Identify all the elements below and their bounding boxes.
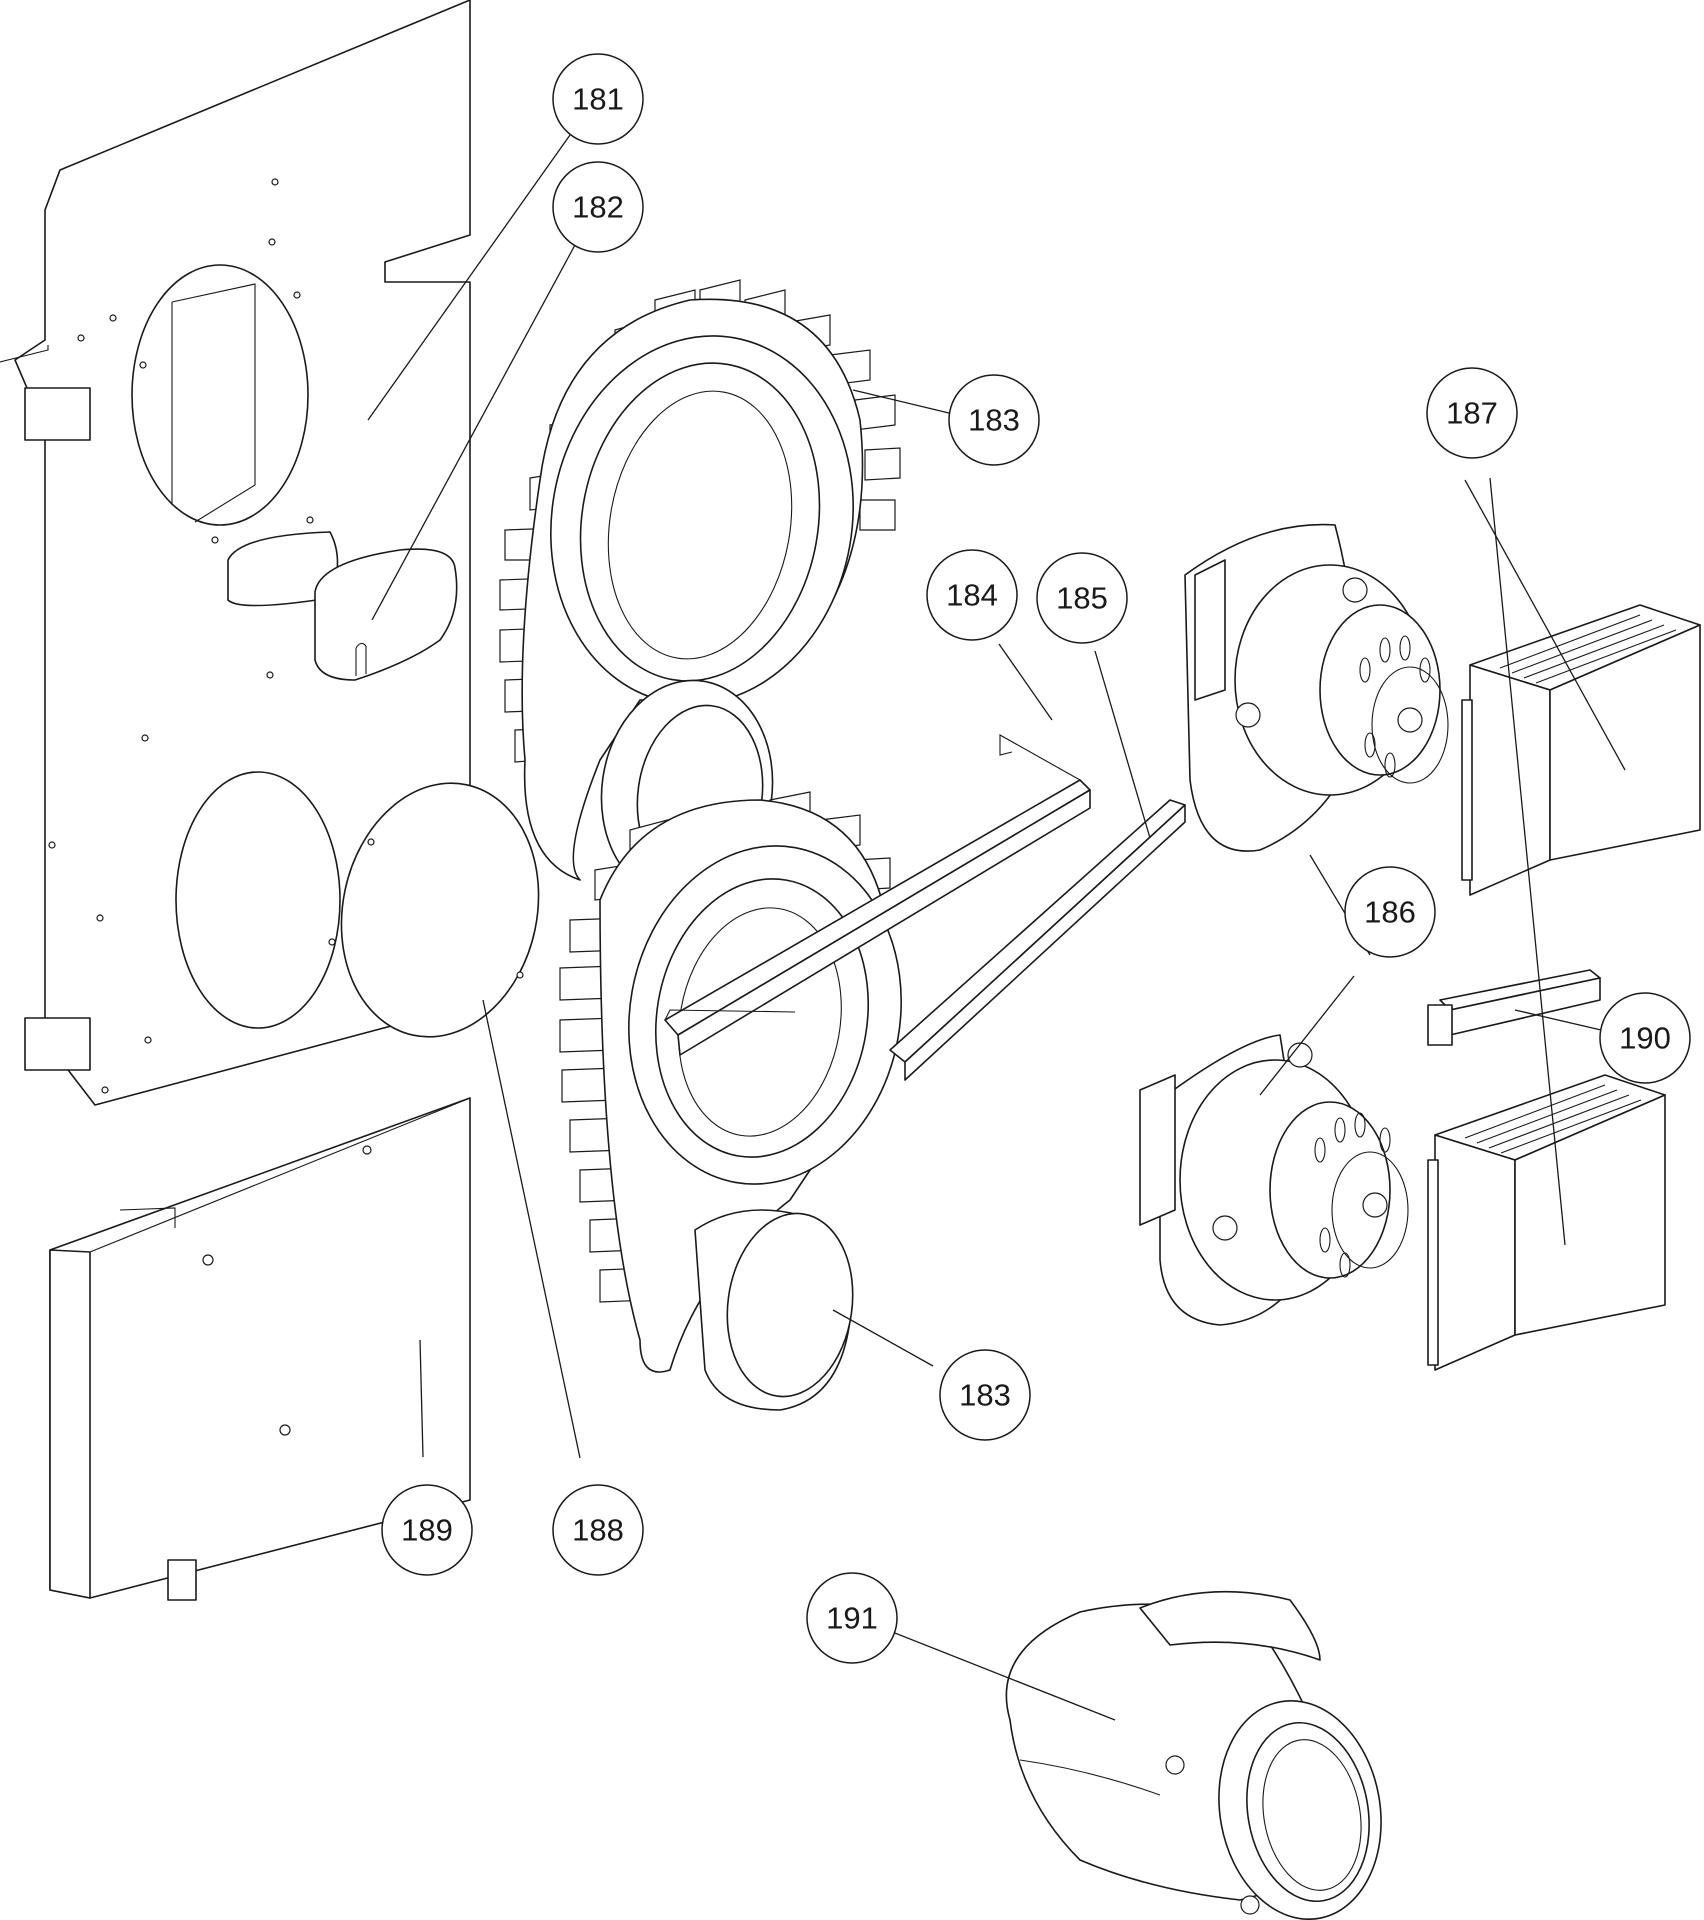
small-bar [1427,969,1601,1046]
round-gasket [340,782,540,1038]
callout-181-label: 181 [572,82,624,117]
callout-191-label: 191 [826,1601,878,1636]
upper-filter-slots [1499,614,1677,684]
callout-188-label: 188 [572,1513,624,1548]
lower-blower-vents [1314,1112,1391,1278]
callout-189: 189 [381,1484,473,1576]
callout-183-upper: 183 [948,374,1040,466]
callout-187-label: 187 [1446,396,1498,431]
callout-186: 186 [1344,866,1436,958]
callout-187: 187 [1426,367,1518,459]
upper-fan-housing [499,279,901,901]
callout-188: 188 [552,1484,644,1576]
mounting-strip [889,799,1186,1081]
lower-blower [1139,1034,1409,1326]
callout-190-label: 190 [1619,1021,1671,1056]
callout-186-label: 186 [1364,895,1416,930]
mounting-plate [0,0,471,1106]
lower-filter-box [1427,1074,1666,1371]
lower-filter-slots [1464,1084,1642,1154]
bottom-cover [49,1097,471,1601]
callout-181: 181 [552,53,644,145]
upper-blower-vents [1359,635,1431,778]
callout-183-upper-label: 183 [968,403,1020,438]
callout-184: 184 [926,549,1018,641]
slotted-gasket-plate [314,548,458,681]
callout-184-label: 184 [946,578,998,613]
bracket-rail [664,734,1091,1056]
plate-holes [48,178,336,1094]
callout-185: 185 [1036,552,1128,644]
elbow-duct [1005,1590,1382,1920]
callout-183-lower: 183 [939,1349,1031,1441]
callout-190: 190 [1599,992,1691,1084]
upper-filter-box [1461,604,1701,896]
leader-lines [367,134,1626,1721]
callout-189-label: 189 [401,1513,453,1548]
callout-182: 182 [552,161,644,253]
upper-blower [1184,523,1449,852]
callout-183-lower-label: 183 [959,1378,1011,1413]
callout-191: 191 [806,1572,898,1664]
lower-fan-housing [559,791,902,1411]
callout-185-label: 185 [1056,581,1108,616]
callout-182-label: 182 [572,190,624,225]
